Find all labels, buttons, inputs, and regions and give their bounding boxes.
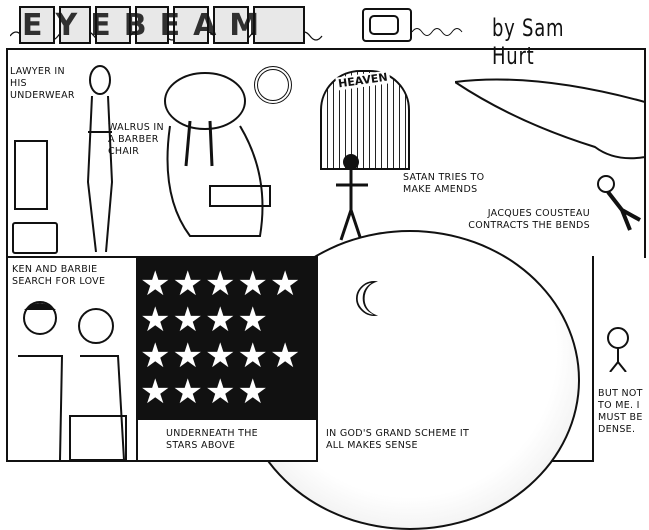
walrus-figure — [150, 66, 280, 246]
briefcase — [12, 222, 58, 254]
lawyer-figure — [78, 62, 118, 253]
comic-title-logo — [9, 4, 330, 46]
moon-icon: ☾ — [352, 272, 396, 328]
caption-grand-scheme: In God's grand scheme it all makes sense — [326, 428, 470, 451]
caption-lawyer: Lawyer in his underwear — [10, 66, 75, 101]
stars-caption-box — [138, 420, 316, 460]
whale — [452, 62, 646, 162]
stars-field: ★★★★★ ★★★★ ★★★★★ ★★★★ — [140, 266, 303, 412]
porthole — [254, 66, 292, 104]
ken-barbie-figures — [14, 296, 132, 461]
caption-dense: But not to me. I must be dense. — [598, 388, 643, 435]
comic-title: EYEBEAM — [22, 8, 273, 43]
logo-art — [9, 6, 323, 44]
caption-walrus: Walrus in a barber chair — [108, 122, 164, 157]
caption-stars: Underneath the stars above — [166, 428, 258, 451]
diver-figure — [596, 170, 644, 240]
caption-cousteau: Jacques Cousteau contracts the bends — [468, 208, 590, 231]
scheme-caption-box — [318, 420, 498, 460]
byline: by Sam Hurt — [492, 14, 565, 70]
caption-satan: Satan tries to make amends — [403, 172, 485, 195]
squiggle-line — [412, 28, 463, 36]
filing-cabinet — [14, 140, 48, 210]
satan-figure — [326, 150, 376, 242]
top-panel — [6, 48, 646, 258]
caption-ken-barbie: Ken and Barbie search for love — [12, 264, 106, 287]
figure-thinking — [600, 326, 636, 373]
tv-icon — [362, 8, 412, 42]
